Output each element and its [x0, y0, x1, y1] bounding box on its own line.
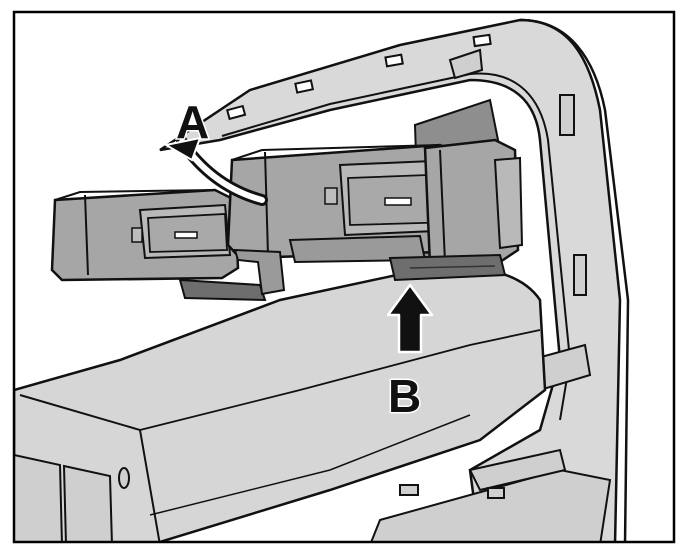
lower-cover-front-blocks: [14, 453, 130, 542]
connector-right: [388, 138, 524, 282]
bezel-slots: [226, 33, 492, 121]
figure-frame: [12, 10, 676, 544]
bezel-rim: [519, 18, 630, 542]
callout-label-a: A: [176, 96, 209, 148]
lower-cover-ridge: [139, 329, 541, 431]
arrow-b-icon: [386, 283, 434, 354]
connector-left: [50, 188, 267, 302]
callout-label-b: B: [388, 370, 421, 422]
lower-cover-groove: [149, 414, 471, 516]
bottom-bracket: [370, 448, 612, 542]
arrow-a-icon: [163, 136, 268, 206]
